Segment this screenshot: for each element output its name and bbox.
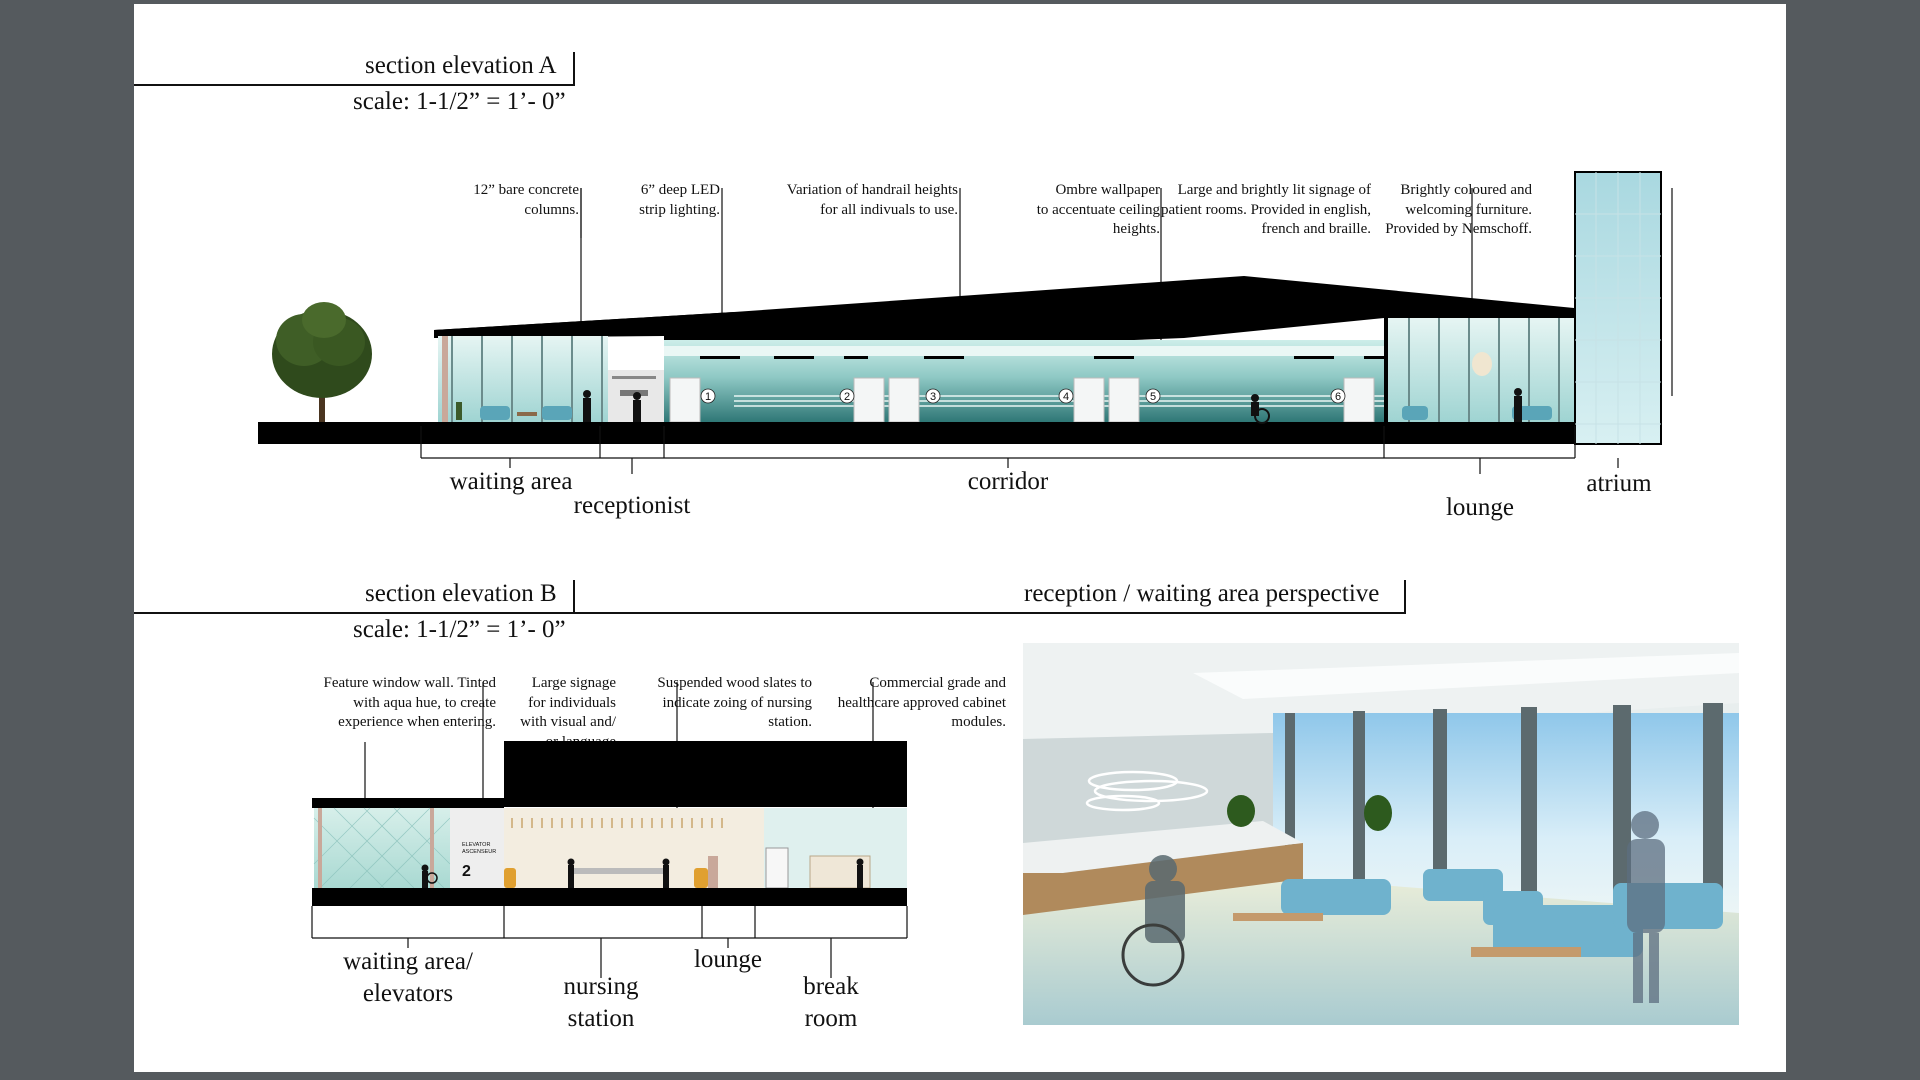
room-number-2: 2: [844, 391, 850, 403]
section-b-scale: scale: 1-1/2” = 1’- 0”: [353, 616, 566, 643]
perspective-title: reception / waiting area perspective: [1024, 580, 1380, 607]
note-handrail: Variation of handrail heights for all in…: [786, 182, 958, 218]
zone-label-waiting-area: waiting area: [449, 468, 573, 495]
zone-label-nursing-station: nursing station: [563, 973, 639, 1032]
room-number-1: 1: [705, 391, 711, 403]
section-a-zone-bracket: [420, 426, 1619, 474]
section-b-zone-bracket: [311, 906, 908, 978]
room-number-5: 5: [1150, 391, 1156, 403]
wheelchair-user-figure: [1121, 855, 1185, 987]
section-a-scale: scale: 1-1/2” = 1’- 0”: [353, 88, 566, 115]
section-b-title-rule: [134, 612, 1406, 614]
zone-label-lounge: lounge: [1445, 494, 1515, 521]
section-a-title-tick: [573, 52, 575, 86]
section-a-drawing: 1 2 3 4 5 6: [258, 171, 1673, 474]
perspective-title-tick: [1404, 580, 1406, 614]
note-feature-window: Feature window wall. Tinted with aqua hu…: [323, 675, 497, 730]
room-number-4: 4: [1063, 391, 1069, 403]
sign-elevator: ELEVATOR: [462, 842, 490, 848]
zone-label-corridor: corridor: [967, 468, 1049, 495]
zone-label-receptionist: receptionist: [573, 492, 691, 519]
note-concrete-columns: 12” bare concrete columns.: [473, 182, 579, 218]
note-led-lighting: 6” deep LED strip lighting.: [639, 182, 720, 218]
note-signage: Large and brightly lit signage of patien…: [1161, 182, 1371, 237]
note-ombre-wallpaper: Ombre wallpaper to accentuate ceiling he…: [1036, 182, 1160, 237]
zone-label-waiting-elevators: waiting area/ elevators: [343, 948, 473, 1007]
note-wood-slates: Suspended wood slates to indicate zoing …: [657, 675, 812, 730]
reception-perspective-render: [1023, 643, 1739, 1025]
sign-ascenseur: ASCENSEUR: [462, 849, 496, 855]
nurse-figure: [1627, 811, 1665, 1003]
zone-label-break-room: break room: [803, 973, 859, 1032]
section-b-title-tick: [573, 580, 575, 614]
zone-label-atrium: atrium: [1586, 470, 1652, 497]
note-furniture: Brightly coloured and welcoming furnitur…: [1385, 182, 1532, 237]
tree: [272, 302, 372, 422]
note-cabinet-modules: Commercial grade and healthcare approved…: [837, 675, 1006, 730]
room-number-6: 6: [1335, 391, 1341, 403]
zone-label-lounge-b: lounge: [693, 946, 763, 973]
section-b-drawing: ELEVATOR ASCENSEUR 2: [311, 682, 908, 978]
sign-floor-number: 2: [462, 863, 471, 880]
section-b-title: section elevation B: [365, 580, 557, 607]
drawing-sheet: section elevation A scale: 1-1/2” = 1’- …: [134, 4, 1786, 1072]
section-a-title: section elevation A: [365, 52, 557, 79]
room-number-3: 3: [930, 391, 936, 403]
section-a-title-rule: [134, 84, 575, 86]
